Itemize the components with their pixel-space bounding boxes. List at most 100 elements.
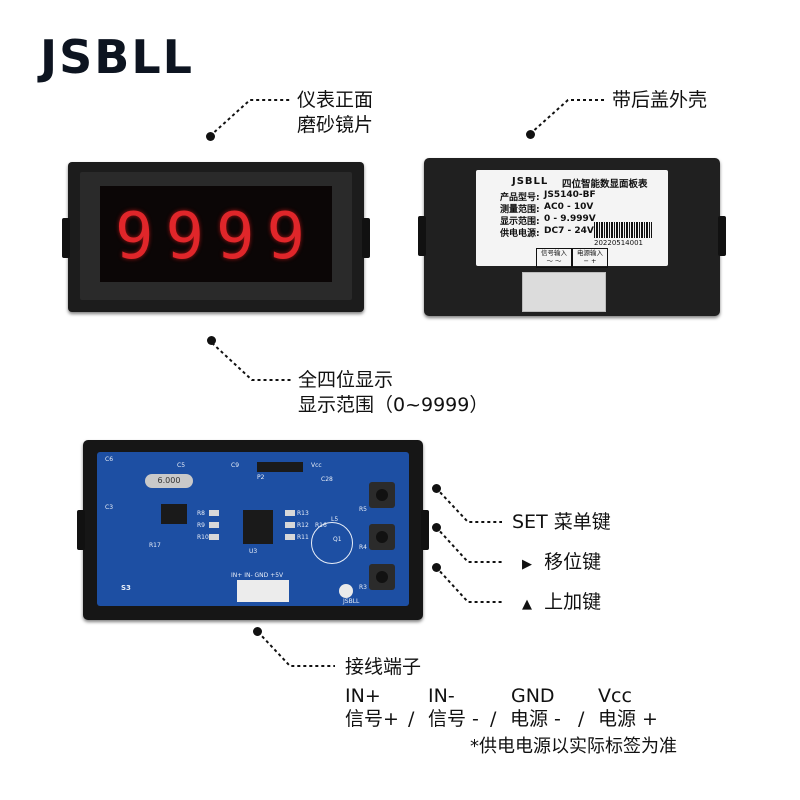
silk-label: S3	[121, 584, 131, 592]
pin-top-gnd: GND	[511, 685, 555, 707]
set-key-label: SET 菜单键	[512, 511, 611, 533]
sticker-value: 0 - 9.999V	[544, 214, 596, 224]
pin-top-in-minus: IN-	[428, 685, 455, 707]
ic-chip	[243, 510, 273, 544]
silk-label: C3	[105, 504, 114, 511]
logo-text-b: LL	[131, 30, 194, 84]
sticker-row: 测量范围:AC0 - 10V	[500, 202, 593, 215]
barcode	[594, 222, 652, 238]
display-window: 9999	[100, 186, 332, 282]
silk-label: IN+ IN- GND +5V	[231, 572, 284, 579]
footnote: *供电电源以实际标签为准	[470, 736, 677, 757]
dot-display	[207, 336, 216, 345]
silk-label: R5	[359, 506, 367, 513]
product-sticker: JSBLL 四位智能数显面板表 产品型号:JS5140-BF 测量范围:AC0 …	[476, 170, 668, 268]
pin-bottom-signal-plus: 信号+	[345, 708, 399, 730]
shift-button	[369, 524, 395, 550]
sticker-key: 显示范围:	[500, 217, 540, 227]
meter-pcb-image: 6.000 C6 C5 C9 P2 Vcc C28 R5 R8 R9 R10 R…	[77, 440, 429, 620]
pin-top-vcc: Vcc	[598, 685, 632, 707]
wire-connector	[522, 272, 606, 312]
inductor-outline	[311, 522, 353, 564]
front-label: 仪表正面 磨砂镜片	[297, 88, 373, 138]
set-button	[369, 482, 395, 508]
leader-back	[529, 99, 605, 135]
mount-tab	[62, 218, 70, 258]
terminal-title: 接线端子	[345, 656, 422, 678]
power-input-symbol: − +	[583, 257, 597, 265]
silk-label: R9	[197, 522, 205, 529]
led-digits: 9999	[114, 200, 318, 274]
ic-chip	[161, 504, 187, 524]
sticker-key: 产品型号:	[500, 193, 540, 203]
circuit-board: 6.000 C6 C5 C9 P2 Vcc C28 R5 R8 R9 R10 R…	[97, 452, 409, 606]
silk-label: R3	[359, 584, 367, 591]
pin-top-in-plus: IN+	[345, 685, 381, 707]
sticker-value: JS5140-BF	[544, 190, 596, 200]
display-label-line1: 全四位显示	[298, 369, 394, 391]
sticker-row: 显示范围: 0 - 9.999V	[500, 214, 596, 227]
smd-part	[285, 522, 295, 528]
silk-label: R17	[149, 542, 161, 549]
smd-part	[285, 510, 295, 516]
shift-arrow-icon: ▶	[522, 557, 532, 572]
silk-label: P2	[257, 474, 265, 481]
shift-key-text: 移位键	[544, 551, 602, 573]
silk-label: Vcc	[311, 462, 322, 469]
leader-up	[435, 566, 502, 603]
sticker-row: 产品型号: JS5140-BF	[500, 190, 596, 203]
front-label-line1: 仪表正面	[297, 89, 374, 111]
dot-front	[206, 132, 215, 141]
sticker-key: 供电电源:	[500, 229, 540, 239]
dot-set	[432, 484, 441, 493]
leader-terminal	[257, 631, 335, 667]
signal-input-label: 信号输入	[541, 249, 567, 257]
logo-text-a: JSB	[40, 30, 132, 84]
silk-label: Q1	[333, 536, 342, 543]
mount-tab	[421, 510, 429, 550]
pin-separator: /	[578, 708, 585, 730]
leader-shift	[435, 526, 502, 563]
silk-label: R8	[197, 510, 205, 517]
header-pins	[257, 462, 303, 472]
signal-input-box: 信号输入 ～ ～	[536, 248, 572, 268]
sticker-title: 四位智能数显面板表	[562, 179, 648, 190]
dot-up	[432, 563, 441, 572]
silk-label: C9	[231, 462, 240, 469]
smd-part	[209, 510, 219, 516]
silk-label: JSBLL	[343, 598, 360, 605]
silk-label: C6	[105, 456, 114, 463]
leader-front	[209, 99, 290, 137]
silk-label: C28	[321, 476, 333, 483]
capacitor	[339, 584, 353, 598]
dot-shift	[432, 523, 441, 532]
smd-part	[285, 534, 295, 540]
leader-display	[211, 342, 292, 381]
front-label-line2: 磨砂镜片	[297, 114, 374, 136]
power-input-label: 电源输入	[577, 249, 603, 257]
silk-label: R11	[297, 534, 309, 541]
crystal-oscillator: 6.000	[145, 474, 193, 488]
mount-tab	[418, 216, 426, 256]
silk-label: R4	[359, 544, 367, 551]
mount-tab	[77, 510, 85, 550]
barcode-number: 20220514001	[594, 239, 643, 247]
up-button	[369, 564, 395, 590]
silk-label: C5	[177, 462, 186, 469]
pin-separator: /	[490, 708, 497, 730]
mount-tab	[362, 218, 370, 258]
meter-front-image: 9999	[62, 162, 370, 312]
pin-bottom-power-minus: 电源 -	[510, 708, 561, 730]
dot-back	[526, 130, 535, 139]
display-label-line2: 显示范围（0~9999）	[298, 394, 489, 416]
silk-label: U3	[249, 548, 258, 555]
up-key-text: 上加键	[544, 591, 602, 613]
leader-set	[435, 487, 502, 523]
pcb-terminal-block	[237, 580, 289, 602]
sticker-key: 测量范围:	[500, 205, 540, 215]
smd-part	[209, 534, 219, 540]
pin-separator: /	[408, 708, 415, 730]
shift-key-label: ▶ 移位键	[522, 550, 601, 577]
up-arrow-icon: ▲	[522, 597, 532, 612]
